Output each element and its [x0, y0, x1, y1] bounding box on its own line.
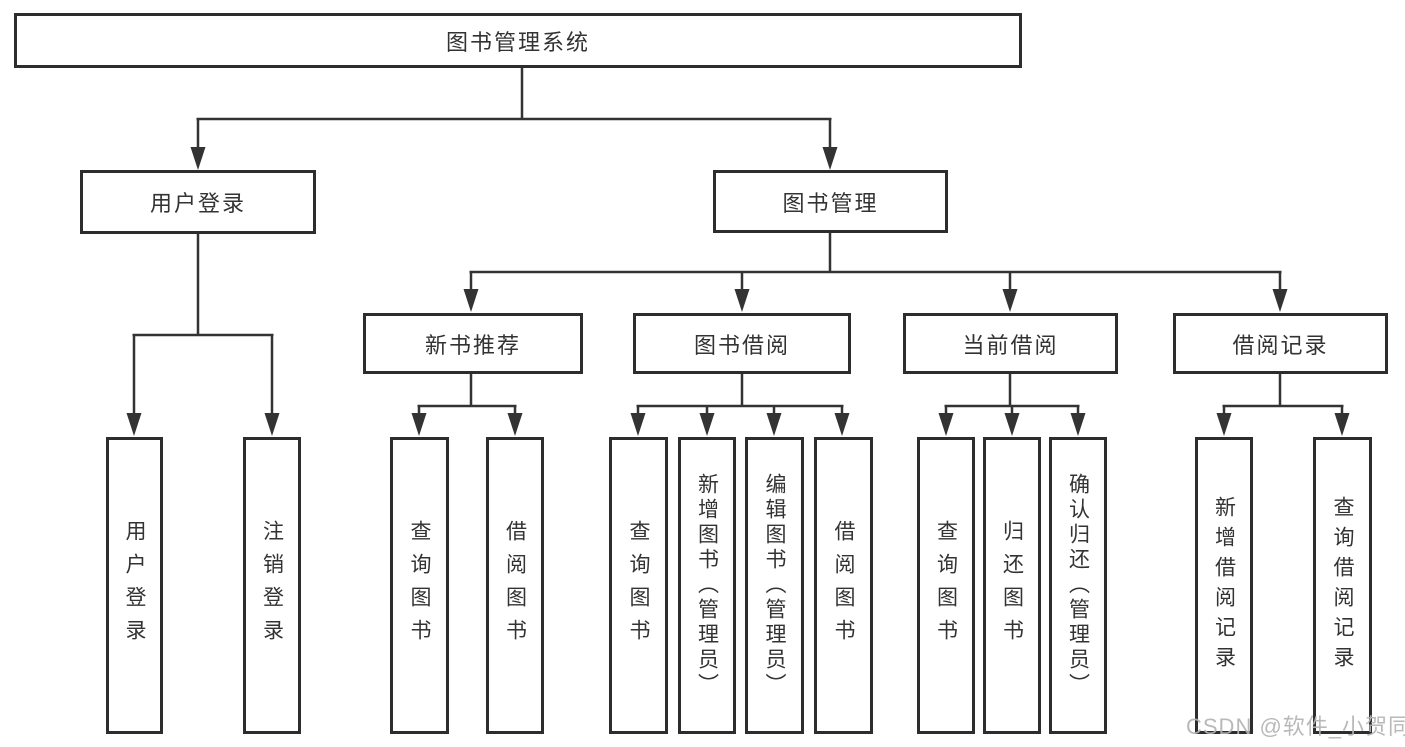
leaf-edit-book-admin-label: 编辑图书（管理员）	[763, 473, 786, 698]
connector-current-borrow-children	[938, 374, 1086, 436]
leaf-borrow-book-label: 借阅图书	[832, 519, 855, 652]
connector-user-login-children	[126, 234, 280, 436]
node-user-login: 用户登录	[80, 170, 316, 234]
node-book-mgmt: 图书管理	[713, 170, 948, 233]
leaf-confirm-return-admin: 确认归还（管理员）	[1049, 437, 1107, 734]
leaf-return-book-label: 归还图书	[1000, 519, 1024, 652]
leaf-add-book-admin-label: 新增图书（管理员）	[695, 473, 719, 698]
leaf-borrow-book-recommend-label: 借阅图书	[503, 519, 527, 652]
connector-borrow-records-children	[1216, 374, 1350, 436]
leaf-query-book-borrow: 查询图书	[609, 437, 668, 734]
leaf-logout-label: 注销登录	[260, 519, 284, 652]
node-root: 图书管理系统	[14, 13, 1022, 68]
leaf-query-book-recommend-label: 查询图书	[408, 519, 431, 652]
leaf-user-login-label: 用户登录	[123, 519, 146, 652]
leaf-add-book-admin: 新增图书（管理员）	[678, 437, 736, 734]
connector-book-borrow-children	[630, 374, 850, 436]
node-current-borrow: 当前借阅	[903, 313, 1118, 374]
leaf-query-book-borrow-label: 查询图书	[627, 519, 650, 652]
node-new-book-recommend-label: 新书推荐	[424, 332, 521, 358]
node-current-borrow-label: 当前借阅	[962, 332, 1059, 358]
node-book-borrow-label: 图书借阅	[693, 332, 790, 358]
node-book-borrow: 图书借阅	[633, 313, 851, 374]
leaf-query-borrow-record-label: 查询借阅记录	[1331, 495, 1354, 676]
leaf-add-borrow-record-label: 新增借阅记录	[1212, 495, 1236, 676]
leaf-borrow-book-recommend: 借阅图书	[486, 437, 544, 734]
leaf-logout: 注销登录	[243, 437, 301, 734]
connector-root-children	[190, 68, 838, 170]
connector-book-mgmt-children	[463, 233, 1288, 312]
node-borrow-records-label: 借阅记录	[1232, 332, 1329, 358]
leaf-query-book-current: 查询图书	[917, 437, 975, 734]
node-borrow-records: 借阅记录	[1173, 313, 1388, 374]
connector-new-book-children	[411, 374, 523, 436]
node-book-mgmt-label: 图书管理	[782, 190, 879, 216]
leaf-return-book: 归还图书	[983, 437, 1041, 734]
node-root-label: 图书管理系统	[445, 29, 590, 55]
node-user-login-label: 用户登录	[149, 191, 246, 216]
leaf-borrow-book: 借阅图书	[814, 437, 873, 734]
leaf-user-login: 用户登录	[106, 437, 163, 734]
leaf-query-book-recommend: 查询图书	[390, 437, 449, 734]
node-new-book-recommend: 新书推荐	[363, 313, 583, 374]
leaf-add-borrow-record: 新增借阅记录	[1195, 437, 1253, 734]
csdn-watermark: CSDN @软件_小贺同学	[1186, 714, 1405, 739]
leaf-edit-book-admin: 编辑图书（管理员）	[745, 437, 804, 734]
leaf-query-book-current-label: 查询图书	[934, 519, 958, 652]
leaf-query-borrow-record: 查询借阅记录	[1313, 437, 1372, 734]
leaf-confirm-return-admin-label: 确认归还（管理员）	[1066, 473, 1090, 698]
